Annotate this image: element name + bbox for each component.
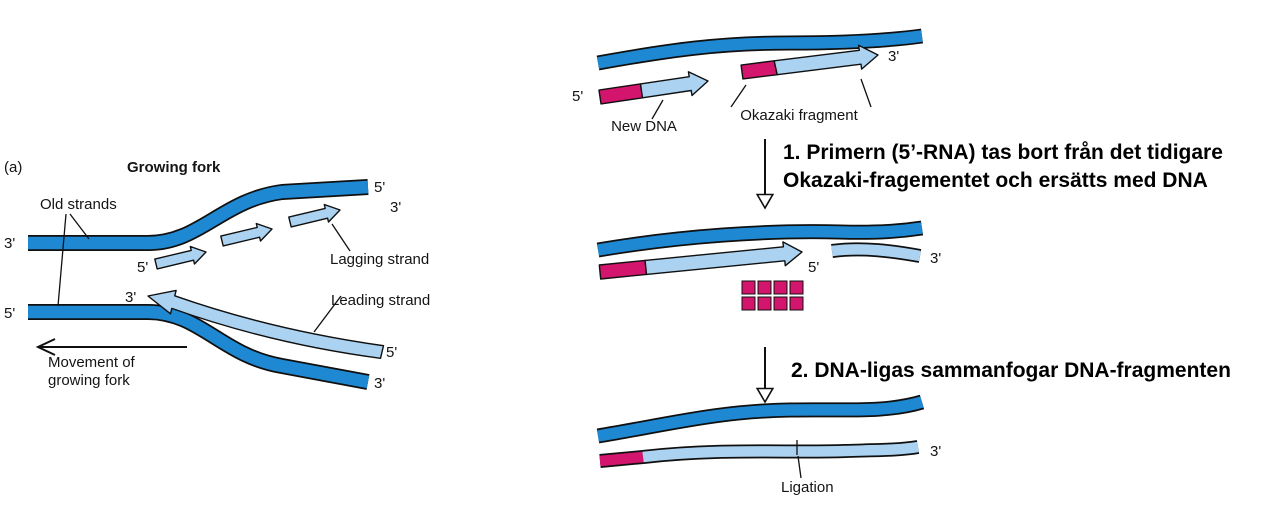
okazaki-fragment-label: Okazaki fragment xyxy=(740,107,858,124)
nucleotide-square xyxy=(789,296,804,311)
nucleotide-square xyxy=(757,296,772,311)
leading-strand-arrow xyxy=(147,289,385,359)
movement-label-line2: growing fork xyxy=(48,372,130,389)
top-right-prime-label: 5' xyxy=(374,179,385,196)
old-strands-label: Old strands xyxy=(40,196,117,213)
lagging-strand-arrow-2 xyxy=(220,222,273,247)
bottom-right-prime-label: 3' xyxy=(374,375,385,392)
leading-tail-prime-label: 5' xyxy=(386,344,397,361)
movement-arrow xyxy=(35,338,187,356)
step1-to-step2-arrow xyxy=(755,139,775,210)
leading-tip-prime-label: 3' xyxy=(125,289,136,306)
okazaki-processing-panel: 5' 3' New DNA Okazaki fragment 1. Primer… xyxy=(572,28,1231,496)
nucleotide-square xyxy=(741,280,756,295)
step2-to-step3-arrow xyxy=(755,347,775,404)
down-arrow-head xyxy=(755,387,775,404)
lagging-pointer-line xyxy=(331,223,351,252)
strand-fill xyxy=(831,244,921,262)
strand-fill xyxy=(596,30,923,69)
step2-diagram: 5' 3' xyxy=(596,220,941,311)
step3-ligated-strand xyxy=(599,440,920,468)
step1-three-prime-label: 3' xyxy=(888,48,899,65)
nucleotide-square xyxy=(773,296,788,311)
growing-fork-title: Growing fork xyxy=(127,159,221,176)
nucleotide-square xyxy=(741,296,756,311)
new-dna-arrow xyxy=(639,71,709,99)
left-top-prime-label: 3' xyxy=(4,235,15,252)
okazaki-fragment-arrow xyxy=(773,44,879,76)
step1-template-strand xyxy=(596,28,924,71)
step2-three-prime-label: 3' xyxy=(930,250,941,267)
leading-pointer-line xyxy=(313,295,342,333)
lagging-end-prime-label: 3' xyxy=(390,199,401,216)
panel-tag: (a) xyxy=(4,159,22,176)
nucleotide-square xyxy=(773,280,788,295)
strand-fill xyxy=(597,222,923,256)
lagging-strand-arrows xyxy=(154,203,341,270)
movement-arrow-head xyxy=(35,338,56,356)
step3-three-prime-label: 3' xyxy=(930,443,941,460)
step2-five-prime-label: 5' xyxy=(808,259,819,276)
annotation1-line1: 1. Primern (5’-RNA) tas bort från det ti… xyxy=(783,141,1223,164)
step1-five-prime-label: 5' xyxy=(572,88,583,105)
step1-diagram: 5' 3' New DNA Okazaki fragment xyxy=(572,28,924,135)
old-strands-pointer-line-top xyxy=(69,213,90,240)
rna-primer-fill xyxy=(599,451,644,467)
leading-strand-label: Leading strand xyxy=(331,292,430,309)
okazaki-pointer-line-left xyxy=(730,84,747,108)
step2-downstream-fragment xyxy=(831,242,922,263)
nucleotide-square xyxy=(789,280,804,295)
step3-diagram: Ligation 3' xyxy=(596,394,941,496)
ligation-pointer-line xyxy=(797,455,802,479)
nucleotide-square xyxy=(757,280,772,295)
strand-fill xyxy=(642,441,919,463)
strand-fill xyxy=(597,396,924,442)
parental-strand-bottom xyxy=(28,304,370,390)
growing-fork-panel: (a) Growing fork Old strands 3' 5' 5' 3'… xyxy=(4,159,430,392)
strand-fill xyxy=(28,180,369,250)
extended-strand-rna-primer xyxy=(598,259,648,280)
lagging-strand-arrow-1 xyxy=(154,245,207,270)
left-bottom-prime-label: 5' xyxy=(4,305,15,322)
annotation1-line2: Okazaki-fragementet och ersätts med DNA xyxy=(783,169,1208,192)
lagging-start-prime-label: 5' xyxy=(137,259,148,276)
annotation2: 2. DNA-ligas sammanfogar DNA-fragmenten xyxy=(791,359,1231,382)
okazaki-rna-primer xyxy=(740,60,778,80)
ligation-label: Ligation xyxy=(781,479,834,496)
down-arrow-head xyxy=(755,193,775,210)
lagging-strand-arrow-3 xyxy=(288,203,341,228)
step2-template-strand xyxy=(596,220,924,258)
okazaki-pointer-line-right xyxy=(860,78,872,108)
new-dna-rna-primer xyxy=(598,83,644,105)
new-dna-pointer-line xyxy=(651,99,664,120)
movement-label-line1: Movement of xyxy=(48,354,136,371)
removed-nucleotides-grid xyxy=(741,280,804,311)
step3-template-strand xyxy=(596,394,925,444)
new-dna-label: New DNA xyxy=(611,118,677,135)
strand-fill xyxy=(28,305,370,389)
lagging-strand-label: Lagging strand xyxy=(330,251,429,268)
old-strands-pointer-line-bottom xyxy=(57,213,67,307)
parental-strand-top xyxy=(28,179,369,251)
extended-new-dna-arrow xyxy=(644,241,803,276)
